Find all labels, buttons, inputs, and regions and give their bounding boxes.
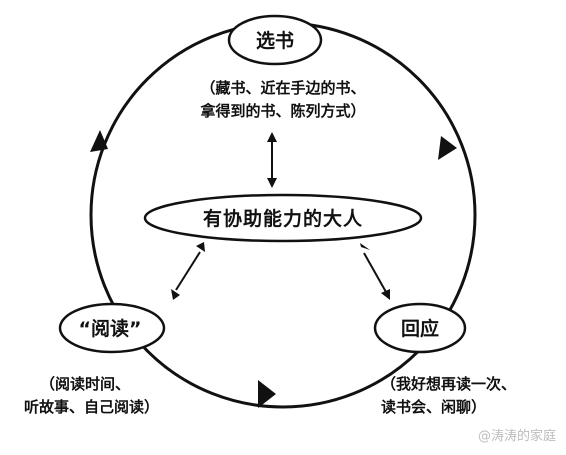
arrow-adult-select — [267, 132, 277, 188]
note-select-line2: 拿得到的书、陈列方式） — [199, 102, 365, 120]
arrow-adult-respond — [360, 243, 390, 300]
note-select-line1: （藏书、近在手边的书、 — [200, 79, 365, 97]
watermark: @涛涛的家庭 — [478, 428, 556, 444]
node-select-books: 选书 — [227, 14, 323, 66]
note-read-line2: 听故事、自己阅读） — [24, 398, 159, 416]
node-respond-label: 回应 — [401, 317, 439, 340]
cycle-arrow-bottom — [258, 380, 276, 408]
cycle-arrow-left — [90, 130, 108, 152]
node-respond: 回应 — [373, 302, 467, 354]
node-select-books-label: 选书 — [256, 30, 294, 52]
arrow-adult-read — [171, 242, 205, 300]
node-reading: “阅读” — [58, 302, 166, 354]
node-reading-label: “阅读” — [79, 317, 142, 340]
note-read-line1: （阅读时间、 — [40, 375, 130, 393]
node-helpful-adult-label: 有协助能力的大人 — [203, 207, 363, 230]
note-respond-line1: （我好想再读一次、 — [381, 375, 516, 393]
note-respond-line2: 读书会、闲聊） — [381, 398, 486, 416]
node-helpful-adult: 有协助能力的大人 — [143, 193, 423, 243]
cycle-arrow-right — [438, 136, 457, 160]
